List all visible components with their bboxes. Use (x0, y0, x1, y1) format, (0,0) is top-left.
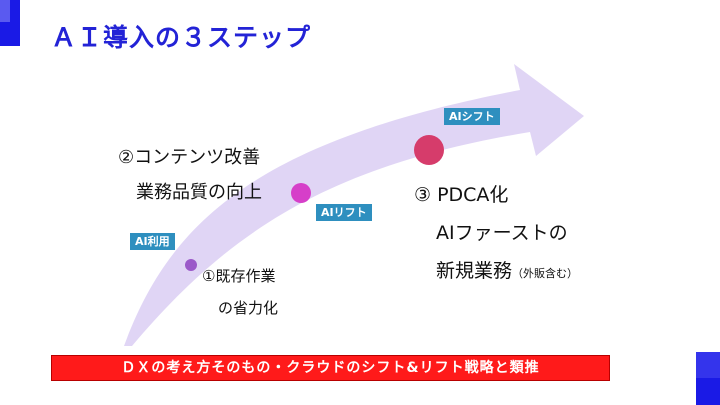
step2-line1: ②コンテンツ改善 (118, 147, 261, 168)
corner-decoration-top-left-inner (0, 0, 10, 22)
slide-title: ＡＩ導入の３ステップ (51, 23, 312, 52)
step3-tag: AIシフト (444, 108, 500, 125)
step2-dot (291, 183, 311, 203)
step3-line2: AIファーストの (436, 222, 568, 244)
step1-line1: ①既存作業 (202, 267, 276, 285)
step3-line3-note: （外販含む） (512, 267, 579, 280)
step2-tag: AIリフト (316, 204, 372, 221)
footer-banner: ＤＸの考え方そのもの・クラウドのシフト&リフト戦略と類推 (51, 355, 610, 381)
step2-line2: 業務品質の向上 (136, 182, 262, 203)
step3-line1: ③ PDCA化 (414, 184, 509, 206)
step3-line3: 新規業務（外販含む） (436, 256, 578, 283)
step3-dot (414, 135, 444, 165)
step1-line2: の省力化 (218, 299, 279, 317)
step1-dot (185, 259, 197, 271)
step1-tag: AI利用 (130, 233, 175, 250)
corner-decoration-bottom-right-inner (696, 352, 720, 378)
step3-line3-text: 新規業務 (436, 260, 513, 282)
